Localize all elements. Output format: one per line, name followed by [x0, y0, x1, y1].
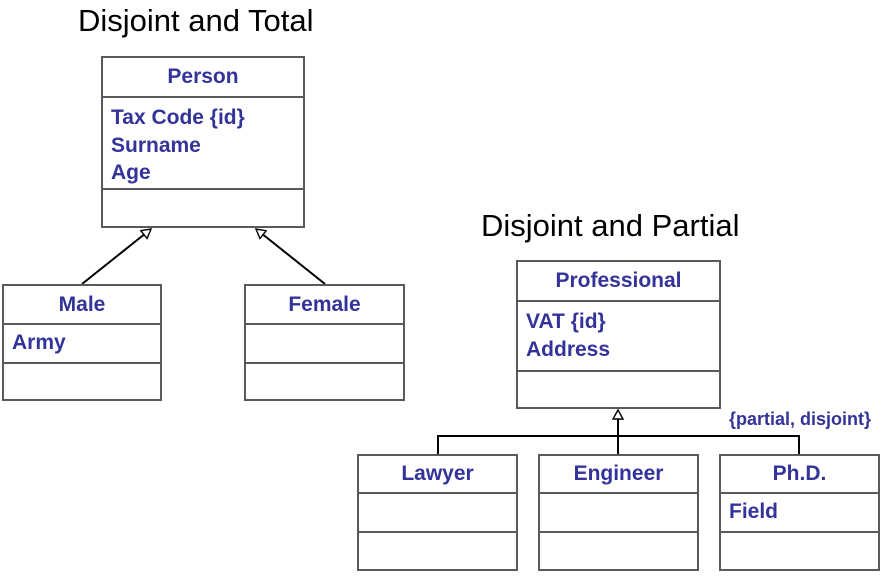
class-female-operations: [246, 364, 403, 399]
class-phd-attributes: Field: [721, 494, 878, 533]
class-person-attributes: Tax Code {id} Surname Age: [103, 98, 303, 190]
class-phd[interactable]: Ph.D. Field: [719, 454, 880, 571]
class-lawyer-attributes: [359, 494, 516, 533]
class-engineer-attributes: [540, 494, 697, 533]
class-lawyer-operations: [359, 533, 516, 569]
class-person-name: Person: [103, 58, 303, 98]
class-person[interactable]: Person Tax Code {id} Surname Age: [101, 56, 305, 228]
class-lawyer-name: Lawyer: [359, 456, 516, 494]
class-male-operations: [4, 364, 160, 399]
attribute: VAT {id}: [526, 310, 606, 333]
attribute: Field: [729, 500, 779, 523]
title-disjoint-partial: Disjoint and Partial: [481, 208, 740, 243]
title-disjoint-total: Disjoint and Total: [78, 3, 314, 38]
attribute: Age: [111, 161, 151, 184]
class-engineer[interactable]: Engineer: [538, 454, 699, 571]
attribute: Surname: [111, 133, 201, 157]
class-phd-operations: [721, 533, 878, 569]
class-male-attributes: Army: [4, 325, 160, 364]
attribute: Army: [12, 331, 66, 354]
male-to-person-link: [81, 229, 151, 285]
class-phd-name: Ph.D.: [721, 456, 878, 494]
class-lawyer[interactable]: Lawyer: [357, 454, 518, 571]
class-professional-operations: [518, 372, 719, 407]
class-engineer-name: Engineer: [540, 456, 697, 494]
class-professional-attributes: VAT {id} Address: [518, 302, 719, 372]
class-female-name: Female: [246, 286, 403, 325]
class-female-attributes: [246, 325, 403, 364]
class-male-name: Male: [4, 286, 160, 325]
generalization-constraint: {partial, disjoint}: [729, 409, 872, 429]
class-female[interactable]: Female: [244, 284, 405, 401]
class-engineer-operations: [540, 533, 697, 569]
class-professional-name: Professional: [518, 262, 719, 302]
attribute: Address: [526, 337, 611, 361]
class-male[interactable]: Male Army: [2, 284, 162, 401]
class-person-operations: [103, 190, 303, 226]
female-to-person-link: [256, 229, 326, 285]
class-professional[interactable]: Professional VAT {id} Address: [516, 260, 721, 409]
attribute: Tax Code {id}: [111, 106, 245, 129]
